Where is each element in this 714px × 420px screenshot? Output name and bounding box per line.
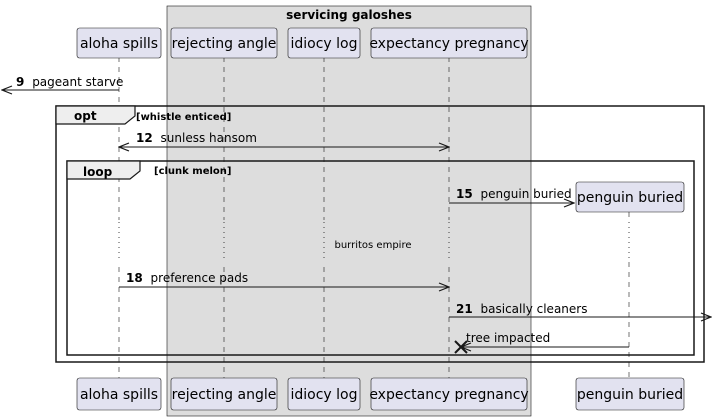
participant-penguin-buried-label: penguin buried — [577, 387, 683, 403]
participant-expectancy-pregnancy-bottom[interactable]: expectancy pregnancy — [369, 377, 529, 411]
delay-mask-aloha — [116, 220, 122, 262]
fragment-loop-frame — [66, 160, 695, 356]
participant-aloha-spills-label: aloha spills — [80, 36, 158, 52]
message-12: 12 sunless hansom — [119, 131, 449, 147]
message-15-number: 15 — [456, 187, 473, 201]
message-9-number: 9 — [16, 75, 24, 89]
fragment-loop-tab — [66, 160, 141, 180]
participant-idiocy-log-top[interactable]: idiocy log — [287, 27, 361, 59]
participant-rejecting-angle-top[interactable]: rejecting angle — [170, 27, 278, 59]
message-15-text: penguin buried — [481, 187, 572, 201]
participant-heads-top: aloha spills rejecting angle idiocy log … — [76, 27, 529, 59]
message-12-number: 12 — [136, 131, 153, 145]
delay-mask-penguin — [626, 220, 632, 262]
message-9-text: pageant starve — [32, 75, 123, 89]
participant-penguin-buried-bottom[interactable]: penguin buried — [575, 377, 685, 411]
participant-heads-bottom: aloha spills rejecting angle idiocy log … — [76, 377, 685, 411]
destroy-x-icon — [454, 340, 468, 354]
fragment-opt-kind: opt — [74, 109, 97, 123]
message-15: 15 penguin buried — [449, 187, 574, 203]
message-destroy: tree impacted — [454, 331, 629, 354]
participant-rejecting-angle-label: rejecting angle — [172, 36, 277, 52]
message-9-label: 9 pageant starve — [16, 75, 123, 89]
participant-idiocy-log-bottom[interactable]: idiocy log — [287, 377, 361, 411]
fragment-opt-guard: [whistle enticed] — [136, 112, 231, 123]
message-18-label: 18 preference pads — [126, 271, 248, 285]
message-9: 9 pageant starve — [2, 75, 123, 90]
message-21: 21 basically cleaners — [449, 302, 711, 317]
message-21-number: 21 — [456, 302, 473, 316]
delay-gap: burritos empire — [116, 220, 632, 262]
participant-expectancy-pregnancy-top[interactable]: expectancy pregnancy — [369, 27, 529, 59]
message-12-label: 12 sunless hansom — [136, 131, 257, 145]
message-21-text: basically cleaners — [481, 302, 588, 316]
participant-penguin-buried-created[interactable]: penguin buried — [575, 181, 685, 213]
participant-penguin-buried-label: penguin buried — [577, 190, 683, 206]
message-18-text: preference pads — [151, 271, 249, 285]
message-18-number: 18 — [126, 271, 143, 285]
message-12-text: sunless hansom — [161, 131, 257, 145]
fragment-opt-tab — [55, 105, 136, 125]
message-21-label: 21 basically cleaners — [456, 302, 587, 316]
participant-aloha-spills-label: aloha spills — [80, 387, 158, 403]
delay-label: burritos empire — [334, 240, 411, 251]
participant-rejecting-angle-label: rejecting angle — [172, 387, 277, 403]
message-18: 18 preference pads — [119, 271, 449, 287]
participant-box-group: servicing galoshes — [166, 5, 532, 417]
box-title: servicing galoshes — [286, 8, 412, 22]
delay-mask-expectancy — [446, 220, 452, 262]
message-destroy-label: tree impacted — [466, 331, 550, 345]
participant-idiocy-log-label: idiocy log — [290, 36, 357, 52]
delay-mask-rejecting — [221, 220, 227, 262]
participant-rejecting-angle-bottom[interactable]: rejecting angle — [170, 377, 278, 411]
participant-idiocy-log-label: idiocy log — [290, 387, 357, 403]
fragment-opt: opt [whistle enticed] — [55, 105, 705, 363]
participant-aloha-spills-top[interactable]: aloha spills — [76, 27, 162, 59]
participant-aloha-spills-bottom[interactable]: aloha spills — [76, 377, 162, 411]
delay-mask-idiocy — [321, 220, 327, 262]
fragment-loop-guard: [clunk melon] — [154, 166, 232, 177]
fragment-opt-frame — [55, 105, 705, 363]
fragment-loop: loop [clunk melon] — [66, 160, 695, 356]
participant-expectancy-pregnancy-label: expectancy pregnancy — [369, 36, 528, 52]
participant-expectancy-pregnancy-label: expectancy pregnancy — [369, 387, 528, 403]
fragment-loop-kind: loop — [83, 165, 113, 179]
message-15-label: 15 penguin buried — [456, 187, 572, 201]
